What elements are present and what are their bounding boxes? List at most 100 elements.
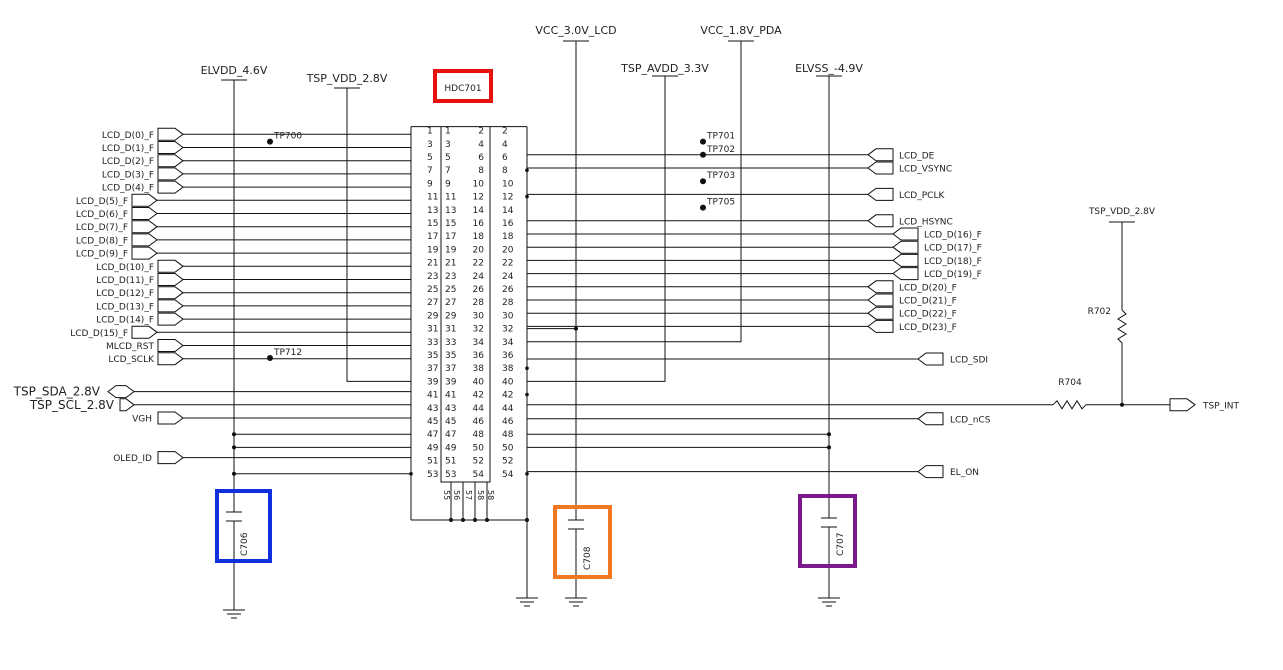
test-point-label: TP702 [706, 145, 735, 155]
pin-number: 41 [445, 391, 456, 401]
pin-number: 16 [473, 219, 485, 229]
junction-dot [525, 168, 529, 172]
signal-port-flag [131, 207, 158, 220]
net-label: LCD_D(20)_F [899, 283, 957, 293]
signal-port-flag [157, 273, 184, 286]
net-label: LCD_D(14)_F [96, 316, 154, 326]
net-label: LCD_D(6)_F [76, 210, 128, 220]
pin-number: 48 [473, 430, 485, 440]
signal-port-flag [917, 412, 944, 426]
test-point-label: TP712 [273, 348, 302, 358]
net-label: LCD_D(10)_F [96, 263, 154, 273]
pin-number: 36 [473, 351, 485, 361]
pin-number: 22 [502, 259, 513, 269]
pin-number: 27 [427, 298, 438, 308]
net-label: LCD_D(13)_F [96, 302, 154, 312]
signal-port-flag [867, 161, 894, 175]
net-label: LCD_SDI [950, 356, 988, 366]
pin-number: 56 [452, 490, 461, 500]
pin-number: 26 [473, 285, 485, 295]
pin-number: 11 [445, 193, 456, 203]
net-label: EL_ON [950, 468, 979, 478]
signal-port-flag [119, 398, 135, 412]
pin-number: 47 [427, 430, 438, 440]
pin-number: 7 [427, 166, 433, 176]
signal-port-flag [157, 299, 184, 313]
power-rail-label: VCC_1.8V_PDA [700, 24, 782, 37]
pin-number: 45 [427, 417, 438, 427]
pin-number: 36 [502, 351, 514, 361]
power-rail-label: TSP_VDD_2.8V [306, 72, 388, 85]
junction-dot [700, 204, 706, 211]
pin-number: 39 [445, 377, 457, 387]
highlight-box-blue [215, 489, 272, 563]
net-label: LCD_D(19)_F [924, 270, 982, 280]
signal-port-flag [157, 141, 184, 154]
pin-number: 25 [445, 285, 456, 295]
pin-number: 35 [445, 351, 456, 361]
pin-number: 19 [427, 245, 439, 255]
junction-dot [473, 518, 477, 522]
net-label: OLED_ID [113, 454, 152, 464]
component-ref: C707 [836, 533, 846, 556]
net-label: TSP_SCL_2.8V [29, 398, 115, 412]
signal-port-flag [867, 214, 894, 228]
pin-number: 2 [478, 127, 484, 137]
test-point-label: TP701 [706, 132, 735, 142]
pin-number: 10 [473, 179, 485, 189]
signal-port-flag [867, 187, 894, 201]
net-label: LCD_D(7)_F [76, 223, 128, 233]
net-label: LCD_D(21)_F [899, 297, 957, 307]
signal-port-flag [157, 127, 184, 141]
pin-number: 14 [502, 206, 514, 216]
pin-number: 26 [502, 285, 514, 295]
pin-number: 51 [445, 457, 456, 467]
junction-dot [525, 194, 529, 199]
pin-number: 46 [473, 417, 485, 427]
net-label: LCD_D(5)_F [76, 197, 128, 207]
net-label: TSP_INT [1202, 401, 1240, 411]
junction-dot [525, 472, 529, 476]
signal-port-flag [157, 352, 184, 366]
pin-number: 1 [445, 127, 451, 137]
pin-number: 44 [473, 404, 485, 414]
pin-number: 31 [445, 325, 456, 335]
pin-number: 16 [502, 219, 514, 229]
pin-number: 5 [445, 153, 451, 163]
pin-number: 42 [473, 391, 484, 401]
net-label: LCD_D(18)_F [924, 257, 982, 267]
net-label: LCD_HSYNC [899, 217, 953, 227]
pin-number: 8 [502, 166, 508, 176]
signal-port-flag [892, 253, 919, 267]
net-label: LCD_D(12)_F [96, 289, 154, 299]
net-label: LCD_D(11)_F [96, 276, 154, 286]
pin-number: 9 [445, 179, 451, 189]
junction-dot [461, 518, 465, 522]
pin-number: 30 [502, 311, 514, 321]
pin-number: 24 [473, 272, 485, 282]
net-label: LCD_PCLK [899, 191, 945, 201]
connector-inner-body [440, 126, 491, 483]
net-label: LCD_SCLK [108, 355, 155, 365]
pin-number: 4 [502, 140, 508, 150]
pin-number: 31 [427, 325, 438, 335]
power-rail-label: ELVSS_-4.9V [795, 62, 863, 75]
net-label: LCD_D(4)_F [102, 184, 154, 194]
pin-number: 37 [427, 364, 438, 374]
signal-port-flag [157, 411, 184, 425]
net-label: LCD_D(8)_F [76, 236, 128, 246]
power-rail-label: VCC_3.0V_LCD [535, 24, 616, 37]
highlight-box-purple [798, 494, 857, 568]
pin-number: 25 [427, 285, 438, 295]
pin-number: 52 [502, 457, 513, 467]
signal-port-flag [917, 465, 944, 479]
pin-number: 3 [427, 140, 433, 150]
connector-ref: HDC701 [444, 84, 481, 94]
pin-number: 9 [427, 179, 433, 189]
pin-number: 47 [445, 430, 456, 440]
signal-port-flag [157, 259, 184, 273]
pin-number: 13 [427, 206, 438, 216]
pin-number: 15 [445, 219, 456, 229]
pin-number: 43 [445, 404, 456, 414]
pin-number: 10 [502, 179, 514, 189]
